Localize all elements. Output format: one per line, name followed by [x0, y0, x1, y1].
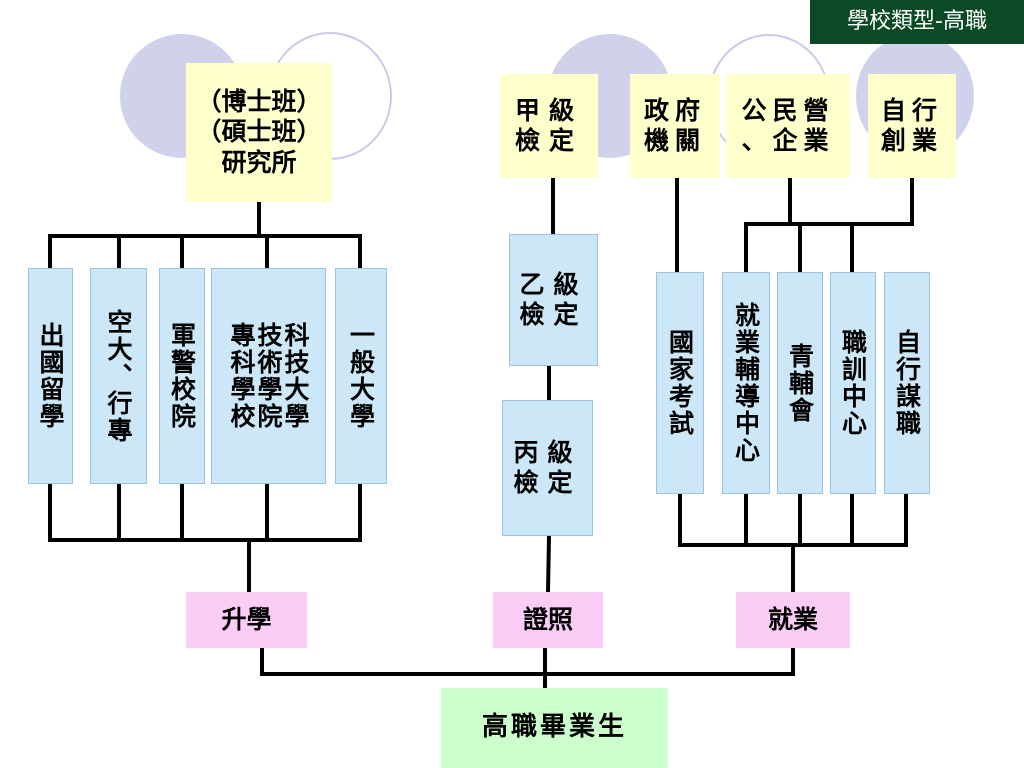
self-job-search-box: 自行謀職	[884, 272, 930, 494]
grade-c-cert-box: 丙級 檢定	[502, 400, 593, 536]
grade-b-cert-box: 乙級 檢定	[509, 234, 598, 366]
study-abroad-label: 出國留學	[36, 322, 65, 430]
employment-branch: 就業	[736, 592, 850, 648]
self-start-business-box: 自行 創業	[868, 74, 956, 178]
national-exam-box: 國家考試	[656, 272, 704, 494]
employment-center-box: 就業輔導中心	[722, 272, 770, 494]
national-exam-label: 國家考試	[665, 329, 695, 437]
self-job-search-label: 自行謀職	[892, 329, 922, 437]
tech-university-box: 科技大學 技術學院 專科學校	[211, 268, 326, 484]
open-university-box: 空大、行專	[90, 268, 147, 484]
training-center-box: 職訓中心	[830, 272, 876, 494]
general-university-box: 一般大學	[335, 268, 387, 484]
enterprise-box: 公民營 、企業	[726, 74, 850, 178]
slide-title: 學校類型-高職	[810, 0, 1024, 44]
graduate-school-box: （博士班） （碩士班） 研究所	[186, 63, 332, 202]
military-police-label: 軍警校院	[167, 322, 197, 430]
vocational-graduate-root: 高職畢業生	[441, 688, 668, 768]
youth-council-label: 青輔會	[785, 342, 815, 424]
study-abroad-box: 出國留學	[28, 268, 73, 484]
certification-branch: 證照	[493, 592, 603, 648]
tech-university-label: 科技大學 技術學院 專科學校	[227, 322, 310, 430]
grade-a-cert-box: 甲級 檢定	[500, 74, 598, 178]
further-study-branch: 升學	[186, 592, 307, 648]
employment-center-label: 就業輔導中心	[731, 302, 761, 464]
government-agency-box: 政府 機關	[630, 74, 720, 178]
general-university-label: 一般大學	[346, 322, 376, 430]
military-police-box: 軍警校院	[159, 268, 205, 484]
training-center-label: 職訓中心	[838, 329, 868, 437]
youth-council-box: 青輔會	[777, 272, 823, 494]
open-university-label: 空大、行專	[104, 308, 133, 444]
